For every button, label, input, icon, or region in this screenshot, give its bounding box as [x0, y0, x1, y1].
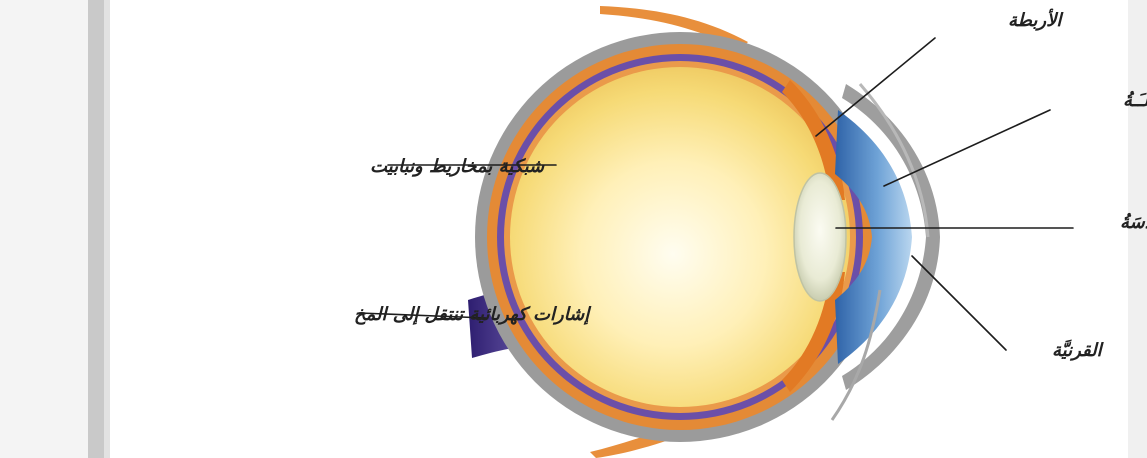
label-iris: المـقـلـَـةُ — [1123, 90, 1147, 111]
label-signals: إشارات كهربائية تنتقل إلى المخ — [354, 304, 592, 325]
leader-cornea — [912, 256, 1006, 350]
label-lens: العدسَةُ — [1120, 212, 1147, 233]
label-ligaments: الأربطة — [1008, 8, 1064, 31]
lens-shape — [794, 173, 846, 301]
page-edge-shade — [0, 0, 88, 458]
page-binding-highlight — [104, 0, 110, 458]
page-binding-strip — [88, 0, 104, 458]
label-retina: شبكية بمخاريط ونبابيت — [370, 156, 545, 177]
label-cornea: القرنيَّة — [1052, 339, 1105, 361]
